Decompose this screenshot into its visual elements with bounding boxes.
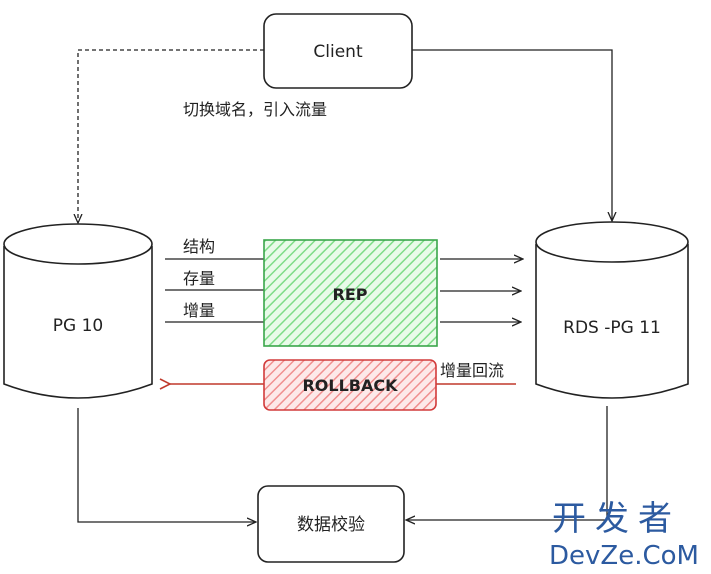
pg10-database: PG 10	[3, 223, 153, 399]
watermark-en: DevZe.CoM	[549, 541, 699, 571]
switch-domain-label: 切换域名，引入流量	[183, 100, 327, 119]
rep-label: REP	[333, 285, 368, 304]
watermark-cn: 开发者	[552, 499, 681, 539]
edge-rds-to-verify	[407, 406, 608, 520]
structure-label: 结构	[183, 237, 215, 256]
rep-node: REP	[263, 239, 438, 347]
pg10-label: PG 10	[53, 316, 103, 336]
client-node: Client	[263, 13, 413, 89]
stock-label: 存量	[183, 269, 215, 288]
edge-client-to-pg10	[78, 49, 264, 222]
edge-pg10-to-verify	[77, 408, 255, 522]
verify-label: 数据校验	[297, 515, 365, 535]
rollback-node: ROLLBACK	[263, 359, 437, 411]
rollback-label: ROLLBACK	[302, 376, 398, 395]
increment-label: 增量	[183, 301, 215, 320]
edge-client-to-rds	[412, 49, 612, 220]
client-label: Client	[313, 42, 363, 62]
rds-database: RDS -PG 11	[535, 221, 689, 399]
verify-node: 数据校验	[257, 485, 405, 563]
rds-label: RDS -PG 11	[563, 318, 661, 338]
watermark: 开发者 DevZe.CoM	[549, 499, 699, 571]
increment-backflow-label: 增量回流	[440, 361, 504, 380]
